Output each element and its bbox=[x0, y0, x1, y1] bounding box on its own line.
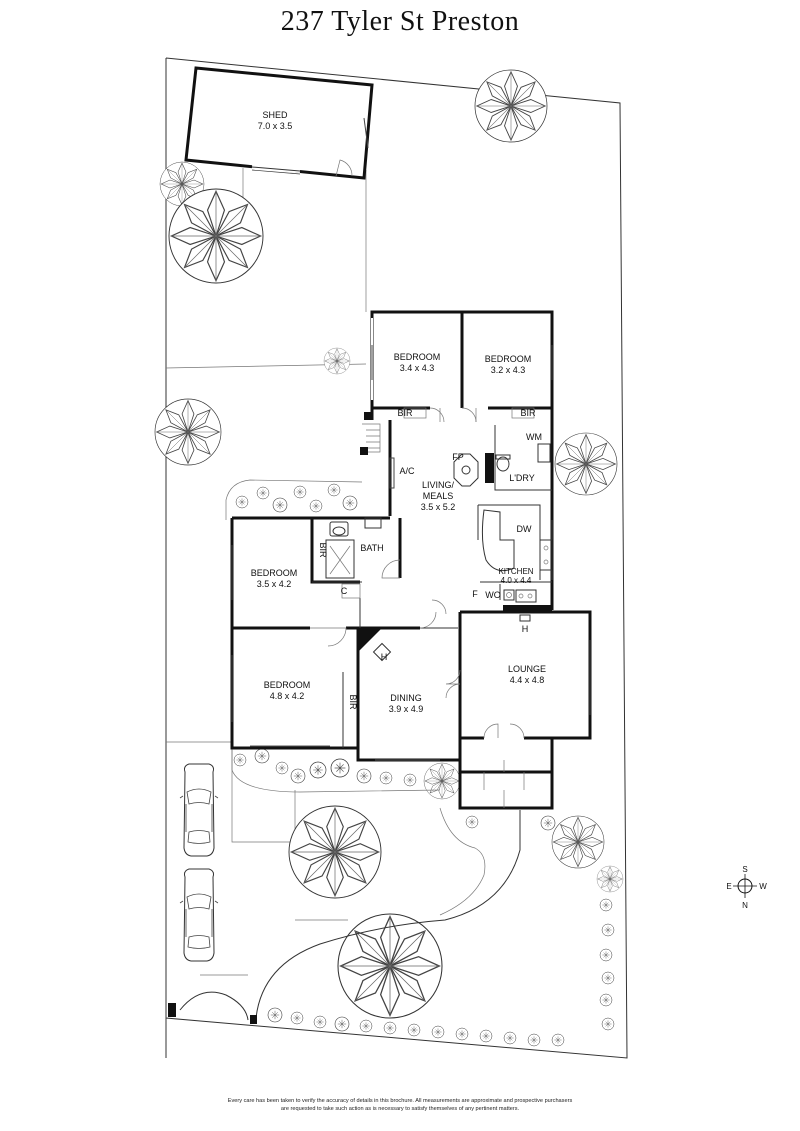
h-label: H bbox=[522, 624, 529, 634]
bedroom-nw-size: 3.2 x 4.3 bbox=[491, 365, 526, 375]
dw-label: DW bbox=[517, 524, 532, 534]
shed: SHED 7.0 x 3.5 bbox=[184, 66, 374, 180]
compass-east: E bbox=[726, 882, 731, 891]
bir-label: BIR bbox=[348, 694, 358, 710]
shed-size: 7.0 x 3.5 bbox=[258, 121, 293, 131]
living-name-2: MEALS bbox=[423, 491, 454, 501]
bedroom-mid-name: BEDROOM bbox=[251, 568, 298, 578]
shed-name: SHED bbox=[262, 110, 288, 120]
kitchen-name: KITCHEN bbox=[498, 567, 533, 576]
c-label: C bbox=[341, 586, 348, 596]
kitchen-size: 4.0 x 4.4 bbox=[501, 576, 532, 585]
bedroom-sw-size: 4.8 x 4.2 bbox=[270, 691, 305, 701]
lounge-size: 4.4 x 4.8 bbox=[510, 675, 545, 685]
car-icon bbox=[179, 763, 219, 857]
bedroom-ne-size: 3.4 x 4.3 bbox=[400, 363, 435, 373]
tree-icon bbox=[337, 913, 443, 1019]
tree-icon bbox=[554, 432, 618, 496]
living-name: LIVING/ bbox=[422, 480, 455, 490]
disclaimer: Every care has been taken to verify the … bbox=[150, 1097, 650, 1113]
driveway bbox=[168, 807, 521, 1024]
bedroom-sw-name: BEDROOM bbox=[264, 680, 311, 690]
doors bbox=[310, 407, 525, 808]
wo-label: WO bbox=[485, 590, 501, 600]
garden-shrubs bbox=[225, 479, 615, 1047]
bedroom-nw-name: BEDROOM bbox=[485, 354, 532, 364]
bedroom-mid-size: 3.5 x 4.2 bbox=[257, 579, 292, 589]
compass-icon: S E W N bbox=[726, 865, 767, 910]
ac-label: A/C bbox=[399, 466, 415, 476]
bir-label: BIR bbox=[397, 408, 413, 418]
tree-icon bbox=[154, 398, 222, 466]
h-label: H bbox=[381, 652, 388, 662]
disclaimer-line-1: Every care has been taken to verify the … bbox=[227, 1098, 573, 1104]
compass-north: N bbox=[742, 901, 748, 910]
f-label: F bbox=[472, 589, 478, 599]
laundry-label: L'DRY bbox=[509, 473, 535, 483]
property-boundary bbox=[165, 57, 628, 1059]
car-icon bbox=[179, 868, 219, 962]
tree-icon bbox=[323, 347, 351, 375]
disclaimer-line-2: are requested to take such action as is … bbox=[280, 1106, 520, 1112]
wm-label: WM bbox=[526, 432, 542, 442]
tree-icon bbox=[168, 188, 264, 284]
compass-south: S bbox=[742, 865, 747, 874]
room-labels: BEDROOM 3.4 x 4.3 BEDROOM 3.2 x 4.3 BIR … bbox=[251, 352, 546, 714]
fixtures bbox=[325, 407, 553, 662]
bedroom-ne-name: BEDROOM bbox=[394, 352, 441, 362]
cars bbox=[179, 763, 219, 962]
tree-icon bbox=[596, 865, 624, 893]
dining-size: 3.9 x 4.9 bbox=[389, 704, 424, 714]
plan-title: 237 Tyler St Preston bbox=[280, 6, 520, 37]
tree-icon bbox=[423, 762, 461, 800]
living-size: 3.5 x 5.2 bbox=[421, 502, 456, 512]
lounge-name: LOUNGE bbox=[508, 664, 546, 674]
fp-label: FP bbox=[452, 452, 464, 462]
dining-name: DINING bbox=[390, 693, 422, 703]
compass-west: W bbox=[759, 882, 767, 891]
house-walls bbox=[230, 310, 592, 810]
tree-icon bbox=[288, 805, 382, 899]
tree-icon bbox=[551, 815, 605, 869]
bir-label: BIR bbox=[318, 542, 328, 558]
bath-label: BATH bbox=[360, 543, 383, 553]
bir-label: BIR bbox=[520, 408, 536, 418]
tree-icon bbox=[474, 69, 548, 143]
